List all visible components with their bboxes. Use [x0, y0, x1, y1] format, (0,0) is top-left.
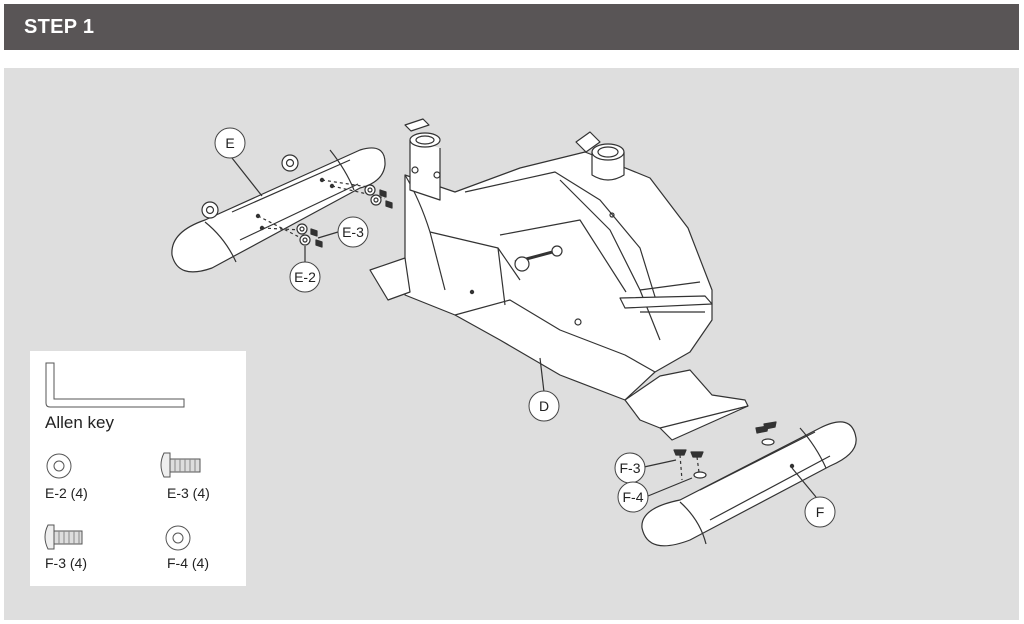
callout-f-4-label: F-4 [623, 489, 644, 505]
fasteners-f [673, 421, 777, 481]
callout-e-3-label: E-3 [342, 224, 364, 240]
washer-icon [46, 453, 72, 479]
callout-f-3-label: F-3 [620, 460, 641, 476]
washer-icon [165, 525, 191, 551]
callout-d-label: D [539, 398, 549, 414]
allen-key-label: Allen key [45, 413, 114, 432]
hardware-legend: Allen key E-2 (4) E-3 (4) F-3 (4) F-4 (4… [30, 351, 246, 586]
callout-f-label: F [816, 504, 825, 520]
allen-key-icon [45, 362, 185, 408]
fasteners-e [257, 179, 393, 248]
main-frame-d [369, 118, 749, 441]
callout-f-4 [617, 481, 649, 513]
legend-item-label: E-3 (4) [167, 485, 210, 501]
bolt-icon [160, 452, 201, 478]
callout-e [214, 127, 246, 159]
callout-f [804, 496, 836, 528]
legend-item-label: F-4 (4) [167, 555, 209, 571]
callout-e-2 [289, 261, 321, 293]
legend-item-label: E-2 (4) [45, 485, 88, 501]
legend-item-label: F-3 (4) [45, 555, 87, 571]
callout-e-2-label: E-2 [294, 269, 316, 285]
step-title: STEP 1 [24, 15, 95, 38]
callout-d [528, 390, 560, 422]
callout-e-3 [337, 216, 369, 248]
callout-e-label: E [225, 135, 234, 151]
rear-stabilizer-f [641, 421, 857, 547]
step-header: STEP 1 [4, 4, 1019, 50]
bolt-icon [44, 524, 83, 550]
front-stabilizer-e [171, 147, 386, 273]
